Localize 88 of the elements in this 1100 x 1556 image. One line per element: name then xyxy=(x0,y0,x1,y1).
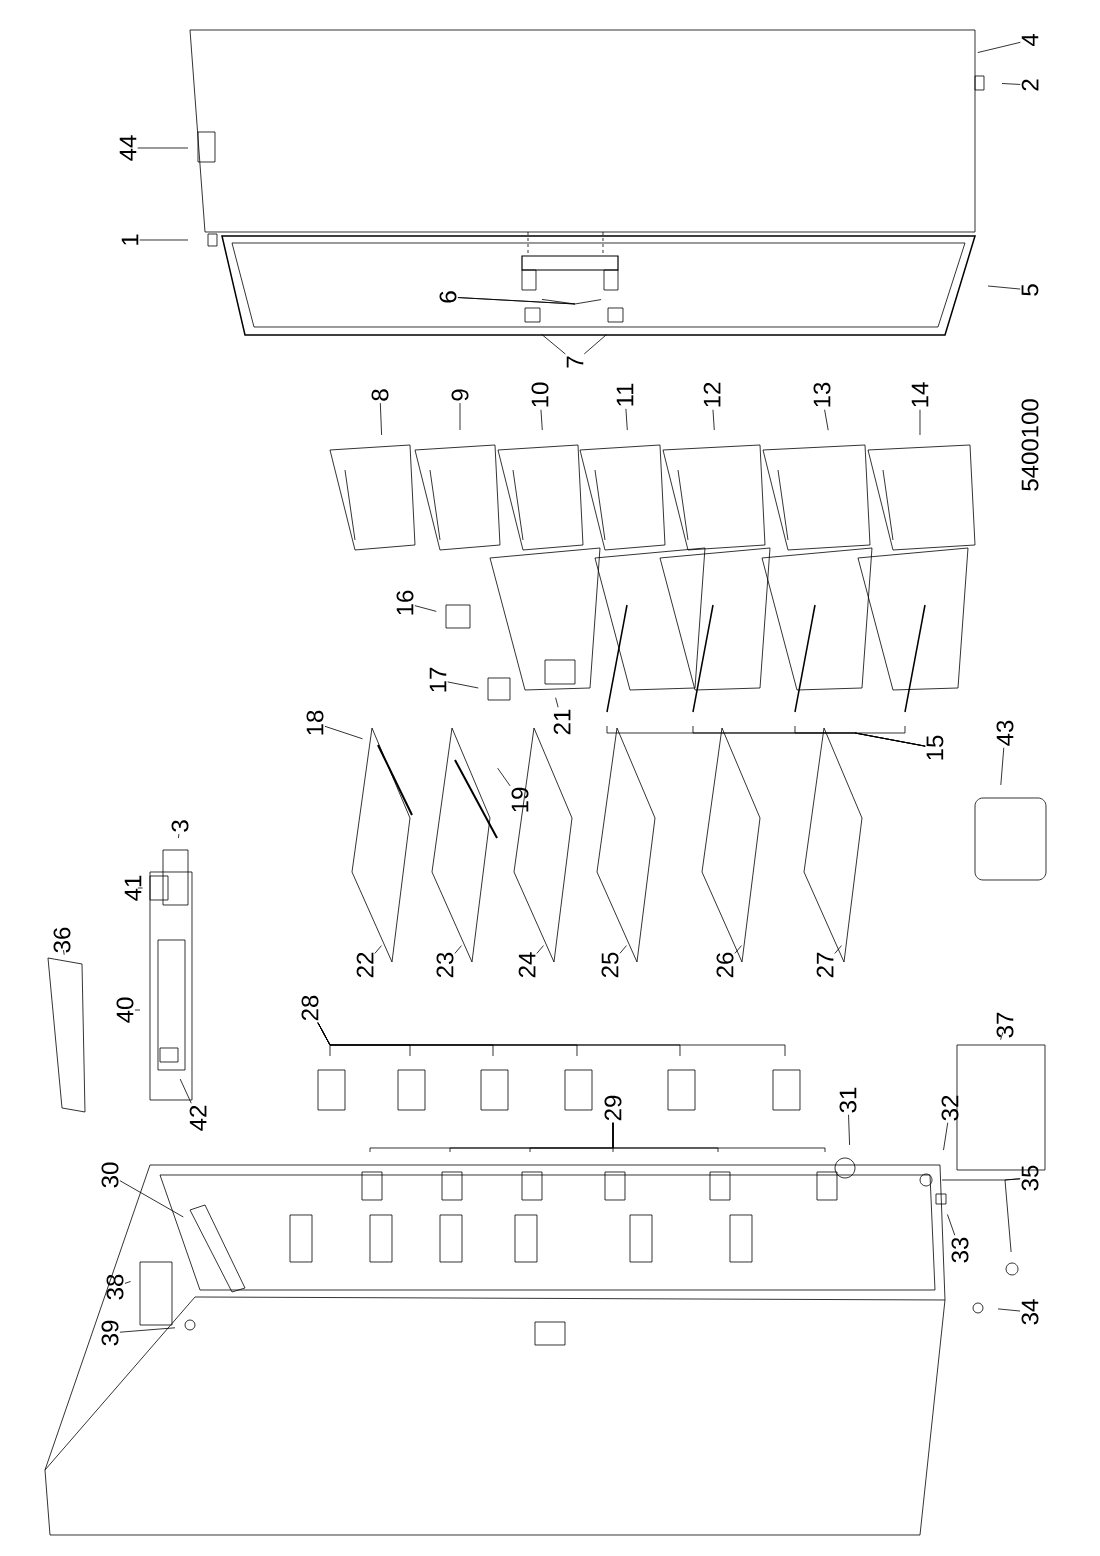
callout-number: 4 xyxy=(1021,34,1039,47)
leader-line xyxy=(379,402,382,436)
leader-line xyxy=(134,1009,141,1011)
callout-number: 28 xyxy=(301,995,319,1021)
callout-number: 13 xyxy=(813,382,831,407)
callout-number: 8 xyxy=(371,389,389,401)
callout-number: 16 xyxy=(396,590,414,615)
callout-number: 1 xyxy=(121,234,139,245)
callout-number: 6 xyxy=(439,291,457,303)
callout-number: 18 xyxy=(306,710,324,735)
leader-line xyxy=(119,1180,184,1218)
leader-line xyxy=(987,285,1021,290)
leader-line xyxy=(179,1078,192,1104)
leader-line xyxy=(541,334,566,355)
leader-line xyxy=(1000,747,1005,786)
callout-number: 22 xyxy=(356,952,374,978)
callout-number: 2 xyxy=(1021,79,1039,91)
callout-number: 37 xyxy=(996,1012,1014,1038)
callout-number: 21 xyxy=(553,709,571,735)
part-number: 5400100 xyxy=(1021,399,1039,491)
callout-number: 15 xyxy=(926,735,944,760)
callout-number: 14 xyxy=(911,382,929,407)
leader-line xyxy=(854,725,926,747)
leader-line xyxy=(447,681,479,689)
leader-line xyxy=(414,605,437,612)
leader-line xyxy=(734,945,742,954)
leader-line xyxy=(124,1281,131,1284)
leader-line xyxy=(63,949,65,956)
callout-number: 31 xyxy=(839,1087,857,1113)
callout-number: 39 xyxy=(101,1320,119,1346)
leader-line xyxy=(1001,83,1021,85)
callout-number: 42 xyxy=(189,1105,207,1131)
leader-line xyxy=(536,945,544,954)
leader-line xyxy=(824,409,829,431)
leader-line xyxy=(137,147,189,149)
callout-number: 40 xyxy=(116,997,134,1023)
leader-line xyxy=(834,945,842,954)
leader-line xyxy=(317,1022,786,1057)
callout-number: 9 xyxy=(451,389,469,401)
callout-number: 24 xyxy=(518,952,536,978)
leader-line xyxy=(497,767,511,787)
leader-line xyxy=(374,945,382,954)
leader-line xyxy=(848,1114,850,1146)
callout-number: 29 xyxy=(604,1095,622,1121)
callout-number: 26 xyxy=(716,952,734,978)
leader-line xyxy=(555,697,559,708)
callout-number: 38 xyxy=(106,1274,124,1300)
callout-number: 11 xyxy=(616,383,634,406)
leader-line xyxy=(1004,1178,1021,1253)
leader-line xyxy=(178,833,180,839)
leader-line xyxy=(947,1214,956,1236)
callout-number: 5 xyxy=(1021,284,1039,296)
callout-number: 30 xyxy=(101,1162,119,1188)
callout-number: 34 xyxy=(1021,1299,1039,1325)
callout-number: 32 xyxy=(941,1095,959,1121)
callout-number: 33 xyxy=(951,1237,969,1263)
callout-number: 3 xyxy=(171,820,189,832)
leader-line xyxy=(137,887,144,889)
leader-line xyxy=(997,1308,1021,1312)
callout-number: 25 xyxy=(601,952,619,978)
callout-number: 35 xyxy=(1021,1165,1039,1191)
callout-number: 27 xyxy=(816,952,834,978)
callout-number: 43 xyxy=(996,720,1014,746)
callout-number: 44 xyxy=(119,135,137,161)
leader-line xyxy=(919,409,921,436)
callout-number: 23 xyxy=(436,952,454,978)
leader-line xyxy=(583,334,607,355)
callout-number: 10 xyxy=(531,382,549,407)
leader-line xyxy=(457,297,602,305)
callout-number: 12 xyxy=(703,382,721,407)
leader-line xyxy=(459,402,461,431)
callout-number: 41 xyxy=(124,875,142,901)
leader-line xyxy=(119,1327,176,1333)
leader-line xyxy=(139,239,189,241)
leader-line xyxy=(324,725,363,740)
callout-number: 7 xyxy=(566,356,584,368)
leader-line xyxy=(943,1122,949,1151)
leader-line xyxy=(625,408,628,431)
leader-line xyxy=(977,41,1021,53)
leader-line xyxy=(612,1122,826,1153)
callout-number: 19 xyxy=(511,787,529,812)
leader-line xyxy=(1000,1032,1004,1041)
leader-line xyxy=(619,945,627,954)
leader-line xyxy=(712,409,715,431)
leader-line xyxy=(540,409,543,431)
callout-number: 17 xyxy=(429,667,447,692)
callout-number: 36 xyxy=(53,927,71,953)
leader-line xyxy=(454,945,462,954)
